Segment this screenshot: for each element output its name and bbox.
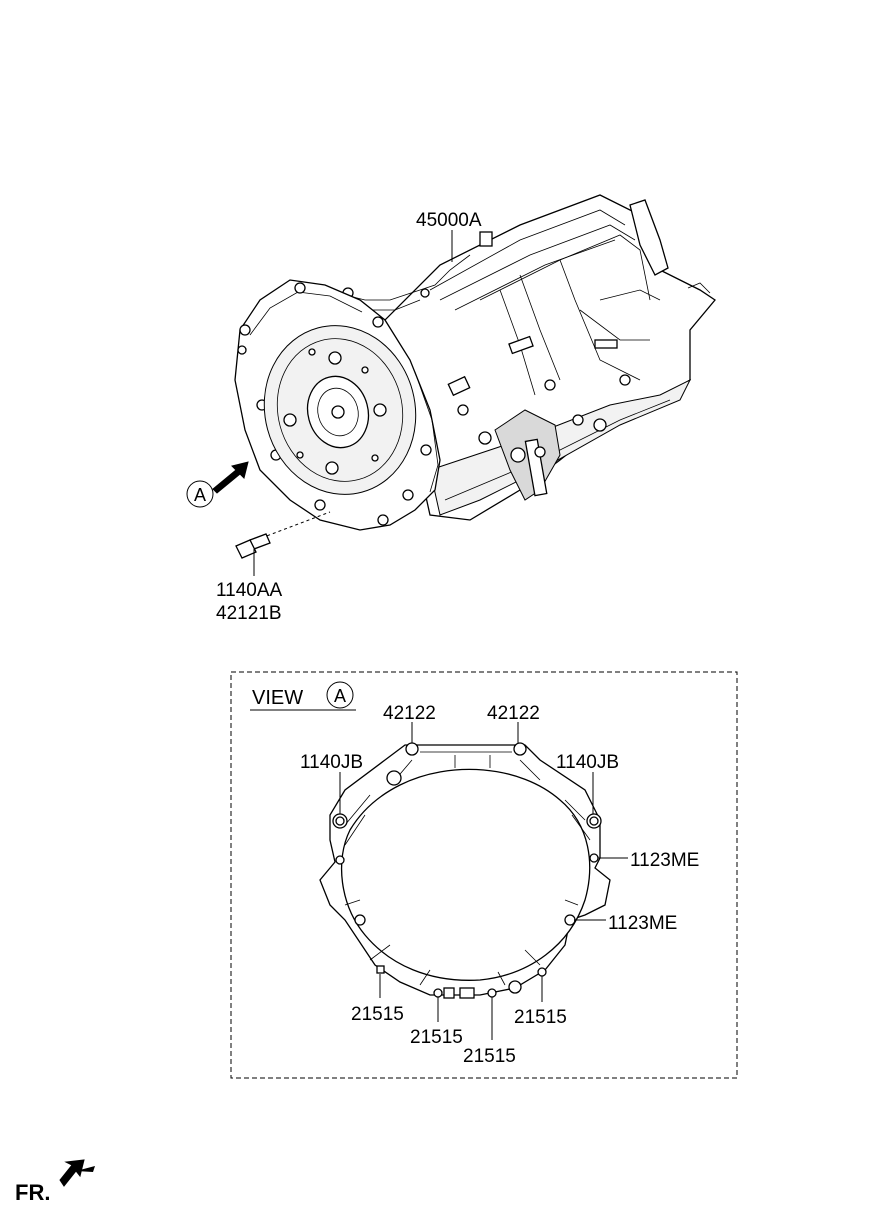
bolt-label-left[interactable]: 1140JB [300,752,363,773]
screw-label-lower[interactable]: 1123ME [608,913,677,934]
bell-housing-face[interactable] [319,742,611,999]
dowel-label-right[interactable]: 42122 [487,703,540,724]
view-box-frame [230,671,738,1079]
view-title-circle [326,681,354,709]
plug-label-1[interactable]: 21515 [351,1004,404,1025]
transmission-assembly[interactable] [234,194,716,531]
bolt-label-right[interactable]: 1140JB [556,752,619,773]
view-title: VIEW [252,687,303,709]
view-direction-arrow-icon [212,461,249,494]
front-arrow-icon [59,1159,95,1187]
mounting-bolt[interactable] [235,511,331,576]
transmission-part-label[interactable]: 45000A [416,210,482,231]
plug-label-3[interactable]: 21515 [463,1046,516,1067]
bolt-part-label-b[interactable]: 42121B [216,603,282,624]
front-marker-label: FR. [15,1180,50,1205]
plug-label-2[interactable]: 21515 [410,1027,463,1048]
view-marker-circle [186,480,214,508]
view-title-letter: A [334,686,346,706]
view-marker-letter[interactable]: A [194,485,206,505]
screw-label-upper[interactable]: 1123ME [630,850,699,871]
dowel-label-left[interactable]: 42122 [383,703,436,724]
view-leader-lines [339,722,628,1040]
bolt-part-label-a[interactable]: 1140AA [216,580,283,601]
plug-label-4[interactable]: 21515 [514,1007,567,1028]
